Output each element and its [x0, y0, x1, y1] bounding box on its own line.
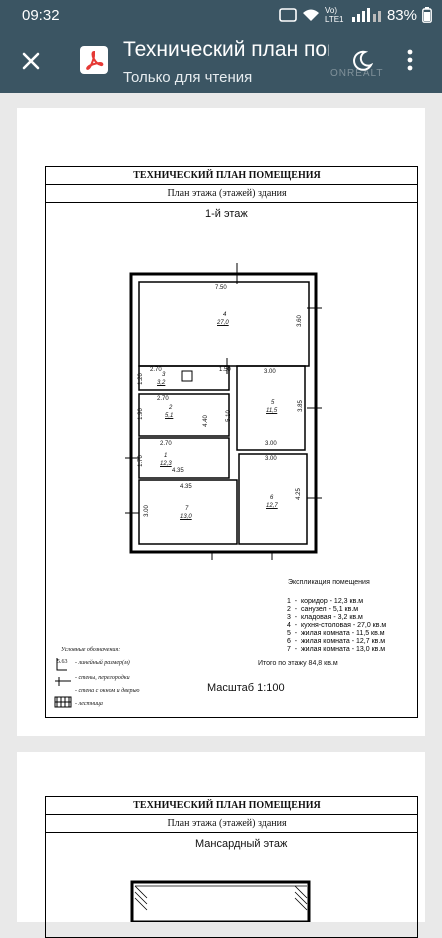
status-time: 09:32 [22, 7, 60, 24]
room-area: 5,1 [165, 413, 174, 419]
battery-percent: 83% [386, 6, 417, 24]
wifi-icon [302, 9, 319, 21]
room-number: 4 [223, 312, 227, 318]
dim-label: 4.40 [202, 415, 209, 427]
explication-item: 3 - кладовая - 3,2 кв.м [287, 614, 363, 621]
pdf-icon [80, 46, 108, 74]
legend-item: - стена с окном и дверью [75, 688, 140, 694]
dim-label: 3.60 [296, 315, 303, 327]
dim-label: 1.20 [137, 373, 144, 385]
dim-label: 7.50 [215, 285, 227, 291]
dim-label: 3.00 [265, 456, 277, 462]
dim-label: 2.70 [157, 396, 169, 402]
plan-subheader: План этажа (этажей) здания [167, 188, 287, 199]
dim-label: 1.50 [219, 367, 231, 373]
explication-item: 7 - жилая комната - 13,0 кв.м [287, 646, 386, 653]
battery-icon [422, 7, 432, 23]
room-number: 3 [162, 372, 166, 378]
pdf-page-2: ТЕХНИЧЕСКИЙ ПЛАН ПОМЕЩЕНИЯ План этажа (э… [17, 752, 425, 938]
explication-item: 6 - жилая комната - 12,7 кв.м [287, 638, 386, 645]
room-number: 1 [164, 453, 168, 459]
room-area: 12,7 [266, 503, 278, 509]
dim-label: 1.70 [137, 455, 144, 467]
dim-label: 4.35 [180, 484, 192, 490]
dim-label: 2.70 [160, 441, 172, 447]
plan-subheader-2: План этажа (этажей) здания [167, 818, 287, 829]
pdf-page-1: ТЕХНИЧЕСКИЙ ПЛАН ПОМЕЩЕНИЯ План этажа (э… [17, 108, 425, 736]
room-area: 13,0 [180, 514, 192, 520]
floor-total: Итого по этажу 84,8 кв.м [258, 660, 338, 667]
close-icon[interactable] [18, 48, 44, 74]
explication-title: Экспликация помещения [288, 579, 370, 586]
room-area: 12,3 [160, 461, 172, 467]
network-label: Vo) LTE1 [324, 6, 344, 24]
plan-header: ТЕХНИЧЕСКИЙ ПЛАН ПОМЕЩЕНИЯ [133, 170, 321, 181]
legend-item: - стены, перегородки [75, 675, 130, 681]
dim-label: 3.00 [265, 441, 277, 447]
app-bar: Технический план помещения Только для чт… [0, 30, 442, 93]
room-number: 6 [270, 495, 274, 501]
more-options-icon[interactable] [406, 48, 414, 72]
mansard-plan-drawing [130, 880, 311, 922]
legend-title: Условные обозначения: [61, 647, 121, 653]
explication-item: 5 - жилая комната - 11,5 кв.м [287, 630, 385, 637]
floor-label: 1-й этаж [205, 208, 248, 220]
signal-icon [351, 8, 381, 22]
room-number: 2 [169, 405, 173, 411]
dim-label: 3.00 [264, 369, 276, 375]
dim-label: 4.35 [172, 468, 184, 474]
explication-item: 1 - коридор - 12,3 кв.м [287, 598, 364, 605]
room-area: 27,0 [217, 320, 229, 326]
cast-icon [279, 8, 297, 22]
explication-item: 4 - кухня-столовая - 27,0 кв.м [287, 622, 387, 629]
floor-plan-drawing [54, 263, 322, 708]
dim-label: 3.00 [143, 505, 150, 517]
document-title: Технический план помещения [123, 38, 329, 61]
legend-item: - лестница [75, 701, 103, 707]
floor-label-2: Мансардный этаж [195, 838, 288, 850]
room-area: 11,5 [266, 408, 278, 414]
dim-label: 3.85 [297, 400, 304, 412]
dim-label: 1.90 [137, 408, 144, 420]
watermark-text: ONREALT [330, 68, 384, 79]
plan-header-2: ТЕХНИЧЕСКИЙ ПЛАН ПОМЕЩЕНИЯ [133, 800, 321, 811]
dim-label: 2.70 [150, 367, 162, 373]
status-bar: 09:32 Vo) LTE1 83% [0, 0, 442, 30]
room-number: 5 [271, 400, 275, 406]
room-area: 3,2 [157, 380, 166, 386]
legend-item: - линейный размер(м) [75, 660, 130, 666]
night-mode-icon[interactable] [351, 50, 373, 72]
dim-label: 5.10 [225, 410, 232, 422]
scale-label: Масштаб 1:100 [207, 682, 285, 694]
explication-item: 2 - санузел - 5,1 кв.м [287, 606, 359, 613]
document-subtitle: Только для чтения [123, 69, 253, 86]
room-number: 7 [185, 506, 189, 512]
dim-label: 4.25 [295, 488, 302, 500]
legend-sample: 5.63 [57, 659, 68, 665]
